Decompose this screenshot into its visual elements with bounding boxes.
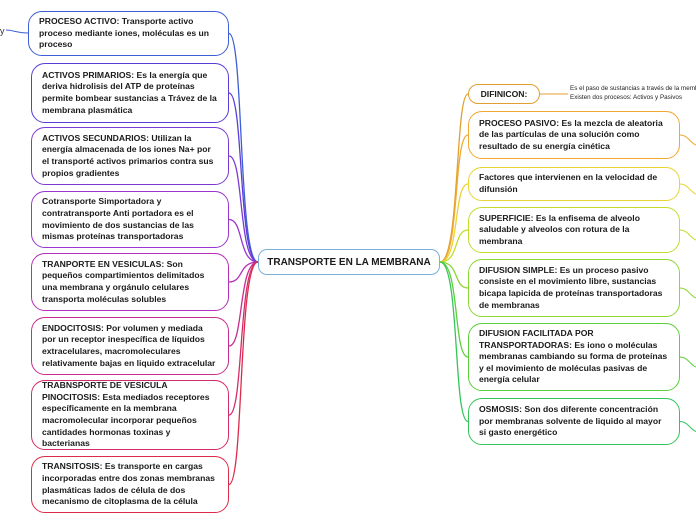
left-topic-text: Cotransporte Simportadora y contratransp… [42,196,194,242]
left-topic-node[interactable]: ENDOCITOSIS: Por volumen y mediada por u… [31,317,229,375]
definition-label[interactable]: DIFINICON: [468,84,540,104]
right-branch-line [439,261,469,358]
left-branch-line [228,218,259,263]
left-topic-node[interactable]: ACTIVOS PRIMARIOS: Es la energía que der… [31,63,229,123]
left-topic-text: ENDOCITOSIS: Por volumen y mediada por u… [42,322,216,368]
left-topic-text: TRANSITOSIS: Es transporte en cargas inc… [42,461,215,507]
left-branch-line [228,261,259,347]
left-branch-line [228,261,259,486]
right-topic-node[interactable]: SUPERFICIE: Es la enfisema de alveolo sa… [468,207,680,253]
left-topic-node[interactable]: ACTIVOS SECUNDARIOS: Utilizan la energía… [31,127,229,185]
left-topic-text: TRABNSPORTE DE VESICULA PINOCITOSIS: Est… [42,380,210,449]
right-topic-node[interactable]: PROCESO PASIVO: Es la mezcla de aleatori… [468,111,680,159]
right-outgoing-stub [679,183,696,195]
right-topic-text: PROCESO PASIVO: Es la mezcla de aleatori… [479,117,663,151]
right-branch-line [439,229,469,263]
left-topic-node[interactable]: PROCESO ACTIVO: Transporte activo proces… [28,11,229,56]
right-outgoing-stub [679,134,696,146]
right-topic-text: DIFUSION FACILITADA POR TRANSPORTADORAS:… [479,328,668,385]
left-topic-node[interactable]: TRANPORTE EN VESICULAS: Son pequeños com… [31,253,229,311]
offscreen-branch-stub: y [0,26,5,36]
left-topic-text: ACTIVOS PRIMARIOS: Es la energía que der… [42,69,217,115]
left-branch-line [228,155,259,263]
left-branch-line [228,261,259,283]
left-branch-line [228,261,259,416]
definition-text-line-2: Existen dos procesos: Activos y Pasivos [570,94,682,101]
definition-text: Es el paso de sustancias a través de la … [570,84,696,102]
left-topic-text: ACTIVOS SECUNDARIOS: Utilizan la energía… [42,132,214,178]
right-topic-node[interactable]: Factores que intervienen en la velocidad… [468,167,680,201]
right-topic-text: OSMOSIS: Son dos diferente concentración… [479,404,662,438]
right-topic-text: Factores que intervienen en la velocidad… [479,172,658,194]
left-topic-node[interactable]: TRANSITOSIS: Es transporte en cargas inc… [31,456,229,513]
left-topic-text: TRANPORTE EN VESICULAS: Son pequeños com… [42,258,205,304]
definition-text-line-1: Es el paso de sustancias a través de la … [570,85,696,92]
left-topic-node[interactable]: Cotransporte Simportadora y contratransp… [31,191,229,248]
right-topic-text: DIFUSION SIMPLE: Es un proceso pasivo co… [479,264,663,310]
central-topic[interactable]: TRANSPORTE EN LA MEMBRANA [258,249,440,275]
right-branch-line [439,261,469,289]
right-branch-line [439,261,469,423]
definition-branch-line [439,93,469,263]
right-topic-text: SUPERFICIE: Es la enfisema de alveolo sa… [479,212,640,246]
right-topic-node[interactable]: OSMOSIS: Son dos diferente concentración… [468,398,680,445]
left-branch-line [228,92,259,263]
right-outgoing-stub [679,356,696,368]
right-outgoing-stub [679,229,696,241]
right-topic-node[interactable]: DIFUSION SIMPLE: Es un proceso pasivo co… [468,259,680,317]
left-outgoing-stub [5,29,29,34]
right-outgoing-stub [679,287,696,299]
right-branch-line [439,183,469,263]
right-topic-node[interactable]: DIFUSION FACILITADA POR TRANSPORTADORAS:… [468,323,680,391]
left-topic-node[interactable]: TRABNSPORTE DE VESICULA PINOCITOSIS: Est… [31,380,229,450]
left-branch-line [228,32,259,263]
right-outgoing-stub [679,421,696,432]
left-topic-text: PROCESO ACTIVO: Transporte activo proces… [39,16,210,50]
right-branch-line [439,134,469,263]
